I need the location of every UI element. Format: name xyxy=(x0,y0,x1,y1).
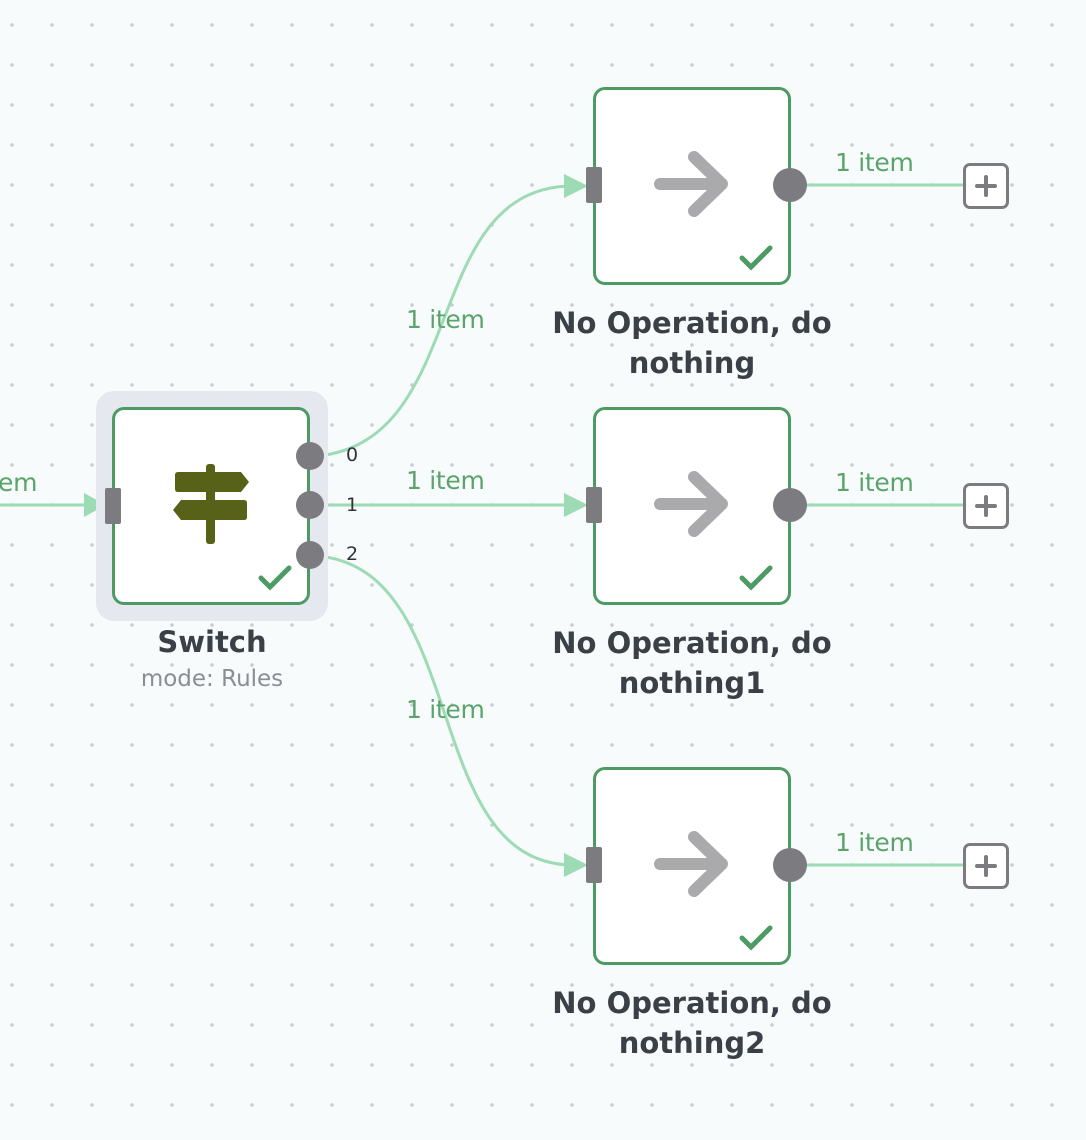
noop-node-title: No Operation, do nothing1 xyxy=(532,623,852,703)
noop-input-handle[interactable] xyxy=(586,847,602,883)
add-node-button[interactable] xyxy=(963,483,1009,529)
plus-icon xyxy=(975,855,997,877)
edge-incoming-arrowhead xyxy=(84,493,106,517)
edge-switch-0[interactable] xyxy=(317,184,571,458)
switch-output-handle-1[interactable] xyxy=(296,491,324,519)
edge-label-incoming: em xyxy=(0,468,38,497)
noop-output-handle[interactable] xyxy=(773,848,807,882)
switch-node-title: Switch xyxy=(157,625,267,659)
edge-switch-2-arrowhead xyxy=(564,853,588,877)
success-check-icon xyxy=(739,925,773,951)
noop-node-title: No Operation, do nothing2 xyxy=(532,983,852,1063)
edge-switch-1-arrowhead xyxy=(564,493,588,517)
edge-label-switch-2: 1 item xyxy=(406,695,485,724)
noop-node[interactable] xyxy=(593,87,791,285)
switch-output-handle-2[interactable] xyxy=(296,541,324,569)
noop-input-handle[interactable] xyxy=(586,487,602,523)
switch-node-subtitle: mode: Rules xyxy=(140,666,284,692)
title-line-2: nothing2 xyxy=(618,1026,766,1060)
arrow-right-icon xyxy=(654,829,730,903)
noop-node[interactable] xyxy=(593,767,791,965)
signpost-icon xyxy=(169,462,253,550)
edge-label-switch-0: 1 item xyxy=(406,305,485,334)
plus-icon xyxy=(975,175,997,197)
edge-label-out-2: 1 item xyxy=(835,468,914,497)
title-line-2: nothing1 xyxy=(618,666,766,700)
success-check-icon xyxy=(739,565,773,591)
add-node-button[interactable] xyxy=(963,163,1009,209)
arrow-right-icon xyxy=(654,469,730,543)
edge-label-out-1: 1 item xyxy=(835,148,914,177)
noop-node-title: No Operation, do nothing xyxy=(532,303,852,383)
switch-output-handle-0[interactable] xyxy=(296,442,324,470)
success-check-icon xyxy=(739,245,773,271)
noop-output-handle[interactable] xyxy=(773,488,807,522)
plus-icon xyxy=(975,495,997,517)
noop-node[interactable] xyxy=(593,407,791,605)
switch-node[interactable] xyxy=(112,407,310,605)
switch-output-index-1: 1 xyxy=(346,494,359,516)
title-line-1: No Operation, do xyxy=(552,306,832,340)
edge-switch-0-arrowhead xyxy=(564,174,588,198)
edge-switch-2[interactable] xyxy=(317,554,571,867)
switch-input-handle[interactable] xyxy=(105,488,121,524)
title-line-2: nothing xyxy=(628,346,756,380)
success-check-icon xyxy=(258,565,292,591)
switch-output-index-2: 2 xyxy=(346,543,359,565)
edge-label-switch-1: 1 item xyxy=(406,466,485,495)
title-line-1: No Operation, do xyxy=(552,626,832,660)
switch-output-index-0: 0 xyxy=(346,444,359,466)
edge-label-out-3: 1 item xyxy=(835,828,914,857)
noop-output-handle[interactable] xyxy=(773,168,807,202)
title-line-1: No Operation, do xyxy=(552,986,832,1020)
add-node-button[interactable] xyxy=(963,843,1009,889)
noop-input-handle[interactable] xyxy=(586,167,602,203)
arrow-right-icon xyxy=(654,149,730,223)
